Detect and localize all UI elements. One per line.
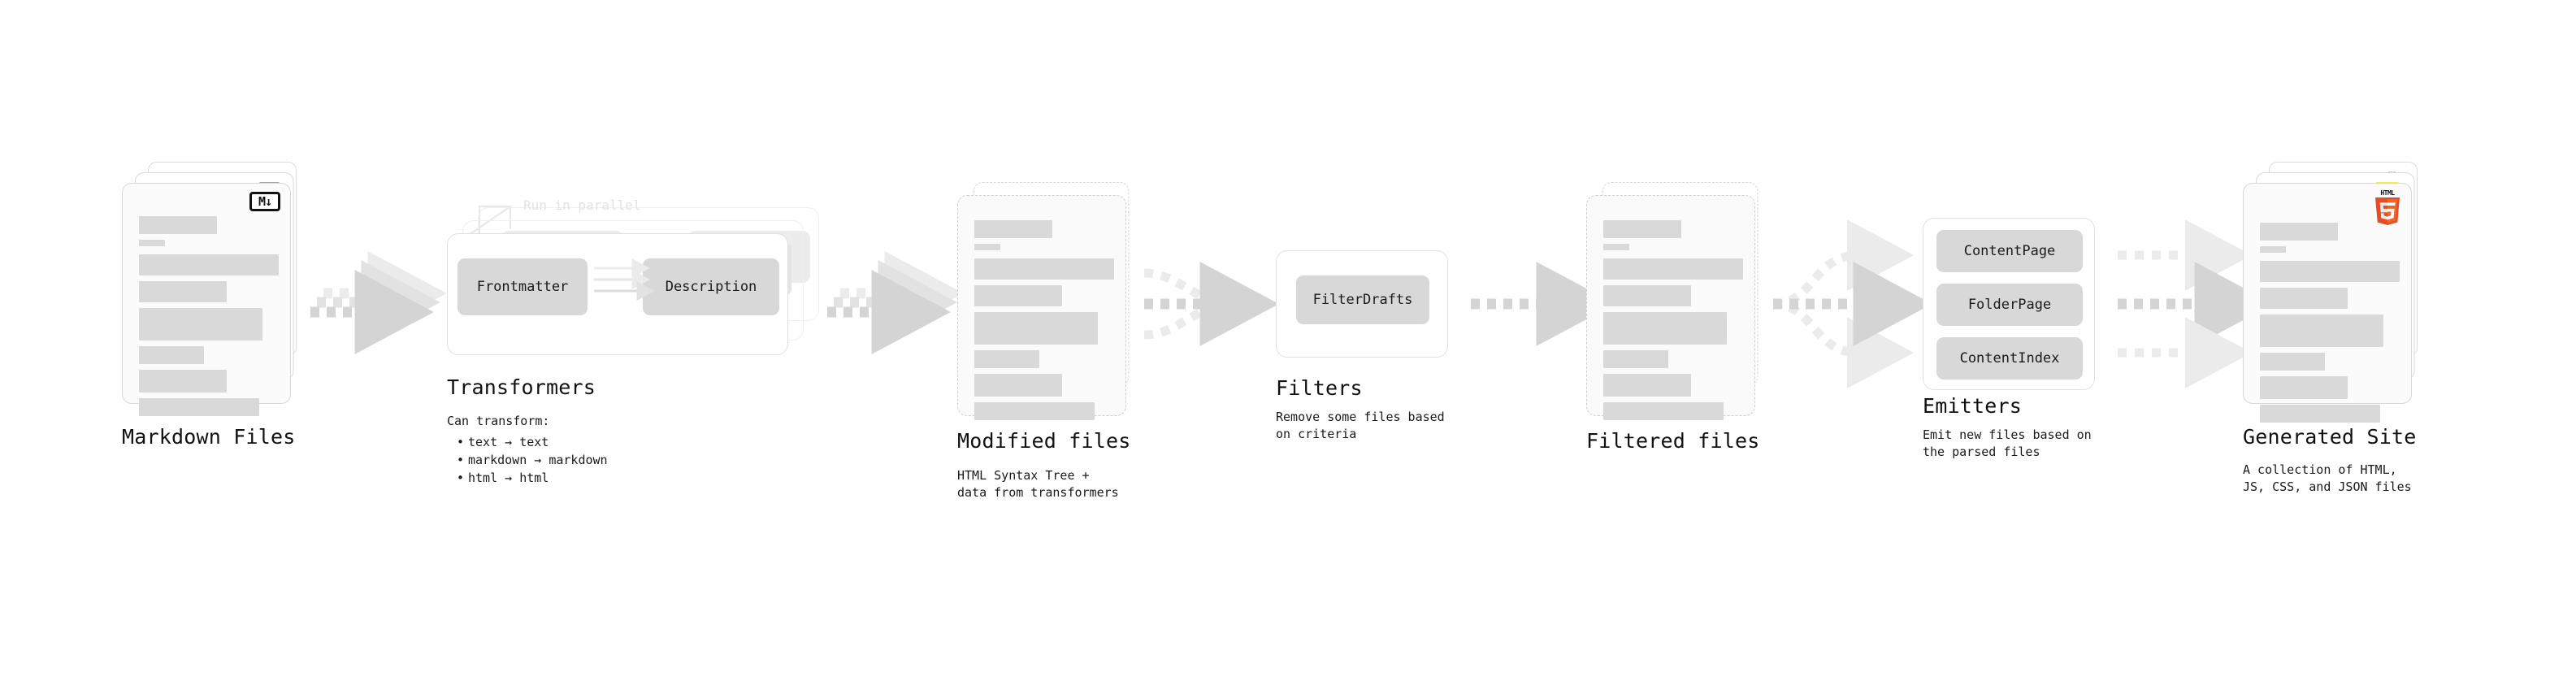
list-item: text → text — [457, 434, 608, 452]
chip-label: FilterDrafts — [1312, 292, 1413, 308]
connector-filtered-to-emitters — [1772, 219, 1932, 388]
filter-chip-filterdrafts[interactable]: FilterDrafts — [1296, 275, 1429, 324]
emitters-panel[interactable]: ContentPage FolderPage ContentIndex — [1923, 218, 2095, 390]
caption-title-transformers: Transformers — [447, 375, 596, 399]
caption-title-emitters: Emitters — [1923, 394, 2023, 418]
document-placeholder-lines — [139, 216, 279, 422]
chip-label: ContentPage — [1963, 243, 2056, 259]
caption-sub-emitters: Emit new files based on the parsed files — [1923, 427, 2092, 460]
document-placeholder-lines — [2260, 223, 2400, 428]
caption-title-markdown-files: Markdown Files — [122, 425, 296, 449]
caption-title-filters: Filters — [1276, 376, 1363, 400]
document-card-front[interactable] — [957, 195, 1126, 420]
caption-sub-filters: Remove some files based on criteria — [1276, 410, 1445, 442]
stage-transformers: x x x x Frontmatter Description — [447, 207, 829, 355]
stage-filtered-files — [1586, 182, 1773, 431]
transformer-bullet-list: text → text markdown → markdown html → h… — [457, 434, 608, 487]
emitter-chip-folderpage[interactable]: FolderPage — [1936, 284, 2083, 326]
document-placeholder-lines — [1603, 220, 1743, 426]
caption-sub-modified-files: HTML Syntax Tree + data from transformer… — [957, 468, 1119, 501]
stage-modified-files — [957, 182, 1144, 431]
list-item: markdown → markdown — [457, 452, 608, 470]
document-card-front[interactable]: HTML — [2243, 183, 2412, 423]
chip-label: FolderPage — [1967, 297, 2052, 313]
chip-label: ContentIndex — [1959, 350, 2060, 367]
filters-panel[interactable]: FilterDrafts — [1276, 250, 1448, 358]
stage-generated-site: CSS HTML — [2243, 162, 2430, 427]
html5-badge-icon: HTML — [2374, 189, 2401, 225]
document-card-front[interactable]: M↓ — [122, 183, 291, 416]
connector-emitters-to-site — [2118, 219, 2274, 388]
run-in-parallel-label: Run in parallel — [523, 197, 641, 213]
chip-label: Description — [665, 279, 757, 295]
caption-sub-generated-site: A collection of HTML, JS, CSS, and JSON … — [2243, 462, 2412, 495]
emitter-chip-contentindex[interactable]: ContentIndex — [1936, 337, 2083, 380]
document-card-front[interactable] — [1586, 195, 1755, 420]
caption-title-modified-files: Modified files — [957, 429, 1131, 453]
list-item: html → html — [457, 470, 608, 488]
connector-markdown-to-transformers — [310, 251, 447, 354]
connector-modified-to-filters — [1143, 262, 1279, 346]
transformer-chip-description[interactable]: Description — [643, 258, 779, 315]
html5-badge-label: HTML — [2380, 189, 2395, 197]
document-placeholder-lines — [974, 220, 1114, 426]
inner-transform-arrows — [594, 258, 655, 301]
transformer-chip-frontmatter[interactable]: Frontmatter — [458, 258, 588, 315]
markdown-badge-icon: M↓ — [249, 192, 280, 211]
caption-title-filtered-files: Filtered files — [1586, 429, 1760, 453]
connector-transformers-to-modified — [827, 251, 964, 354]
emitter-chip-contentpage[interactable]: ContentPage — [1936, 230, 2083, 272]
caption-title-generated-site: Generated Site — [2243, 425, 2417, 449]
transformer-panel-front[interactable]: Frontmatter Description — [447, 233, 788, 355]
chip-label: Frontmatter — [476, 279, 569, 295]
stage-markdown-files: M↓ M↓ M↓ — [122, 162, 309, 427]
caption-sub-transformers: Can transform: — [447, 414, 550, 428]
